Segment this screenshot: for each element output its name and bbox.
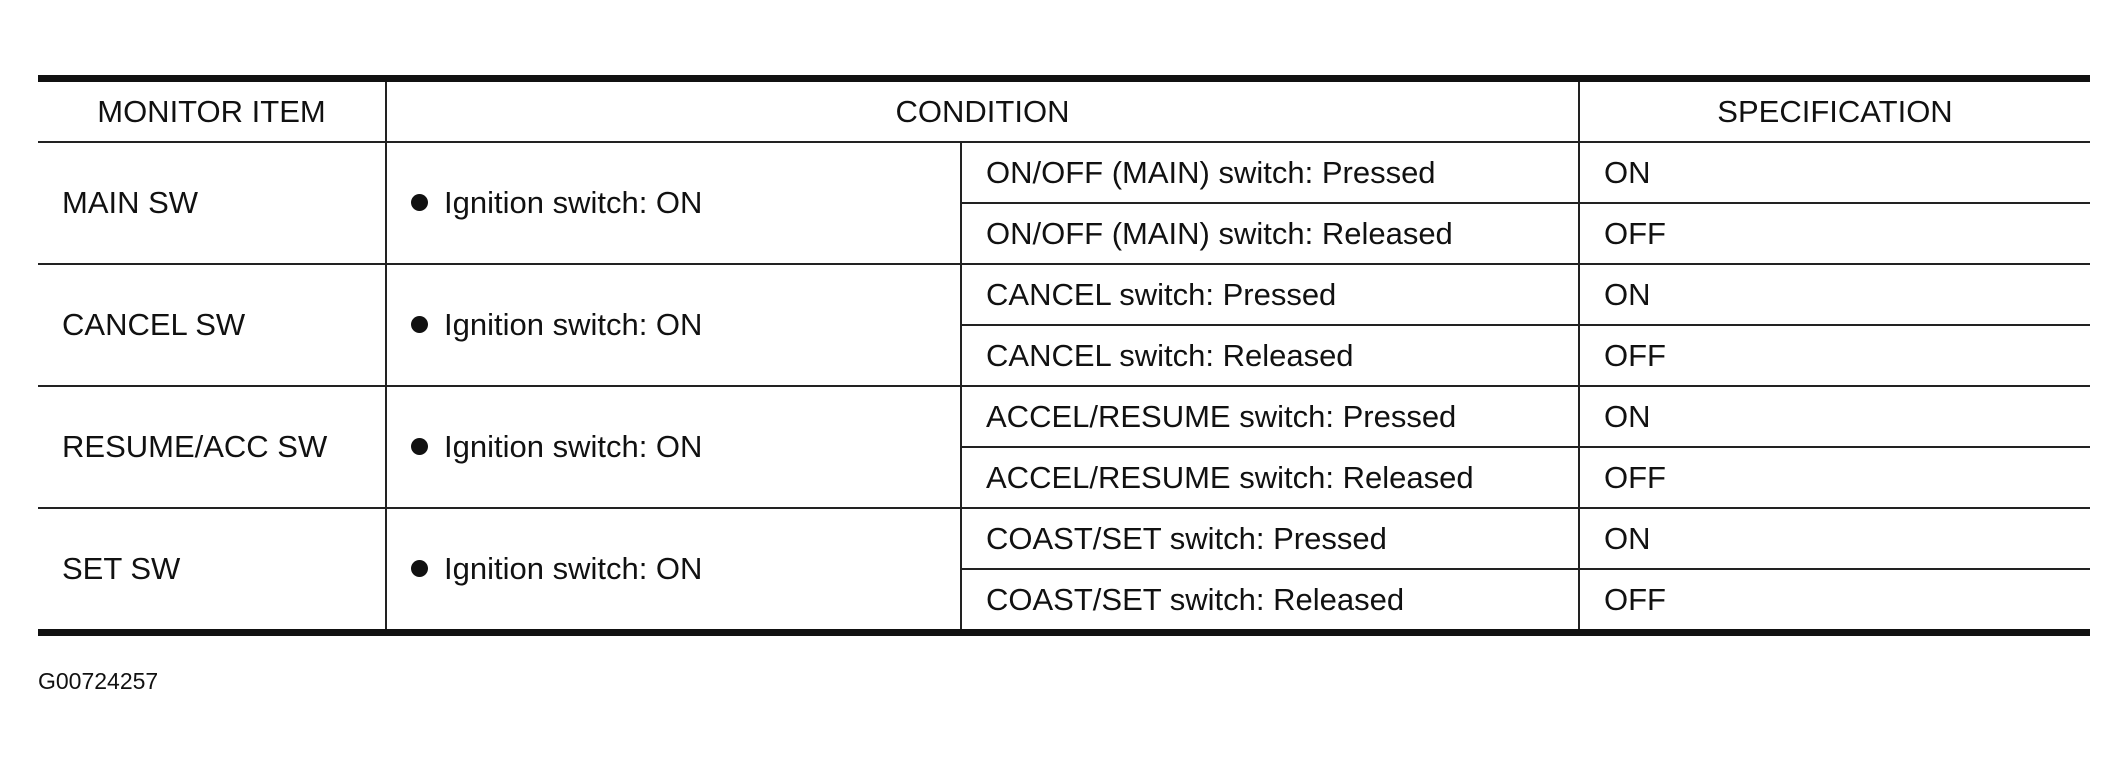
- figure-code: G00724257: [38, 668, 159, 694]
- bullet-icon: [411, 438, 428, 456]
- monitor-item-cell: MAIN SW: [38, 141, 387, 265]
- monitor-item-cell: CANCEL SW: [38, 263, 387, 387]
- table-row: MAIN SW Ignition switch: ON ON/OFF (MAIN…: [38, 141, 2090, 265]
- spec-cell: ON: [1578, 263, 2090, 326]
- base-condition-text: Ignition switch: ON: [444, 429, 703, 464]
- header-monitor-item: MONITOR ITEM: [38, 77, 387, 143]
- base-condition-cell: Ignition switch: ON: [385, 507, 962, 634]
- monitor-spec-sheet: MONITOR ITEM CONDITION SPECIFICATION MAI…: [38, 75, 2090, 636]
- spec-cell: OFF: [1578, 324, 2090, 387]
- condition-cell: CANCEL switch: Released: [961, 324, 1580, 387]
- bullet-icon: [411, 560, 428, 578]
- monitor-item-cell: RESUME/ACC SW: [38, 385, 387, 509]
- table-header-row: MONITOR ITEM CONDITION SPECIFICATION: [38, 77, 2090, 143]
- table-row: COAST/SET switch: Released OFF: [38, 568, 2090, 634]
- spec-cell: ON: [1578, 385, 2090, 448]
- base-condition-text: Ignition switch: ON: [444, 307, 703, 342]
- condition-cell: CANCEL switch: Pressed: [960, 263, 1580, 326]
- condition-cell: ON/OFF (MAIN) switch: Released: [961, 202, 1580, 265]
- monitor-item-cell: SET SW: [38, 507, 387, 634]
- table-row: ACCEL/RESUME switch: Released OFF: [38, 446, 2090, 509]
- table-row: ON/OFF (MAIN) switch: Released OFF: [38, 202, 2090, 265]
- spec-cell: ON: [1578, 141, 2090, 204]
- spec-cell: OFF: [1578, 568, 2090, 634]
- spec-cell: OFF: [1578, 202, 2090, 265]
- base-condition-text: Ignition switch: ON: [444, 185, 703, 220]
- table-row: CANCEL SW Ignition switch: ON CANCEL swi…: [38, 263, 2090, 387]
- base-condition-text: Ignition switch: ON: [444, 551, 703, 586]
- base-condition-cell: Ignition switch: ON: [385, 263, 962, 387]
- base-condition-cell: Ignition switch: ON: [385, 385, 962, 509]
- condition-cell: COAST/SET switch: Pressed: [960, 507, 1580, 570]
- condition-cell: COAST/SET switch: Released: [961, 568, 1580, 634]
- table-row: CANCEL switch: Released OFF: [38, 324, 2090, 387]
- bullet-icon: [411, 194, 428, 212]
- condition-cell: ON/OFF (MAIN) switch: Pressed: [960, 141, 1580, 204]
- table-row: RESUME/ACC SW Ignition switch: ON ACCEL/…: [38, 385, 2090, 509]
- monitor-spec-table: MONITOR ITEM CONDITION SPECIFICATION MAI…: [38, 75, 2090, 636]
- bullet-icon: [411, 316, 428, 334]
- base-condition-cell: Ignition switch: ON: [385, 141, 962, 265]
- header-specification: SPECIFICATION: [1578, 77, 2090, 143]
- spec-cell: ON: [1578, 507, 2090, 570]
- header-condition: CONDITION: [385, 77, 1580, 143]
- spec-cell: OFF: [1578, 446, 2090, 509]
- condition-cell: ACCEL/RESUME switch: Pressed: [960, 385, 1580, 448]
- condition-cell: ACCEL/RESUME switch: Released: [961, 446, 1580, 509]
- table-row: SET SW Ignition switch: ON COAST/SET swi…: [38, 507, 2090, 634]
